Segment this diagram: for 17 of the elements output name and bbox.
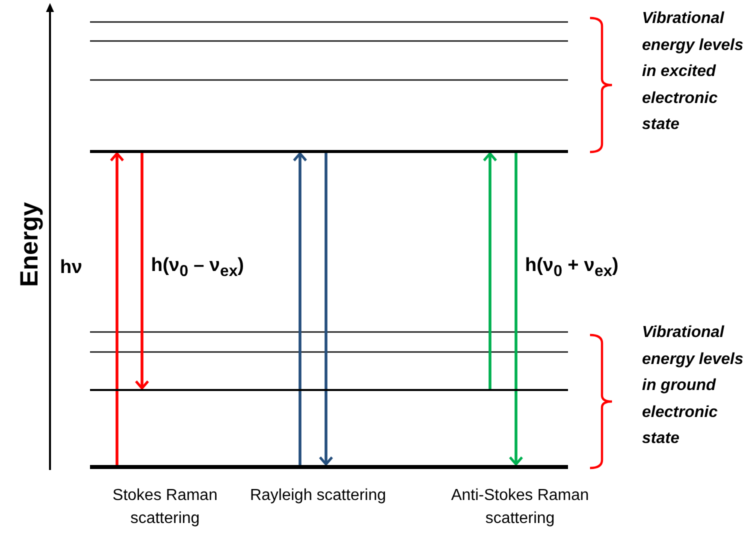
photon-energy-label: hν — [60, 257, 84, 279]
energy-level-line — [90, 150, 568, 152]
scattering-type-label: Anti-Stokes Raman scattering — [450, 486, 590, 529]
transition-arrow — [508, 152, 524, 466]
scattering-type-label: Rayleigh scattering — [248, 486, 388, 506]
scattering-type-label: Stokes Raman scattering — [112, 486, 218, 529]
transition-arrow — [292, 152, 308, 466]
energy-difference-label: h(ν$_{0}$ – ν$_{ex}$) — [151, 255, 245, 281]
transition-arrow — [482, 152, 498, 390]
energy-difference-label: h(ν$_{0}$ + ν$_{ex}$) — [525, 255, 620, 281]
energy-level-line — [90, 389, 568, 391]
level-description: Vibrational energy levels in excited electronic state — [642, 9, 744, 135]
axis-title: Energy — [16, 201, 44, 289]
transition-arrow — [110, 152, 124, 466]
transition-arrow — [134, 152, 150, 390]
transition-arrow — [318, 152, 334, 466]
level-description: Vibrational energy levels in ground electronic state — [642, 323, 744, 449]
